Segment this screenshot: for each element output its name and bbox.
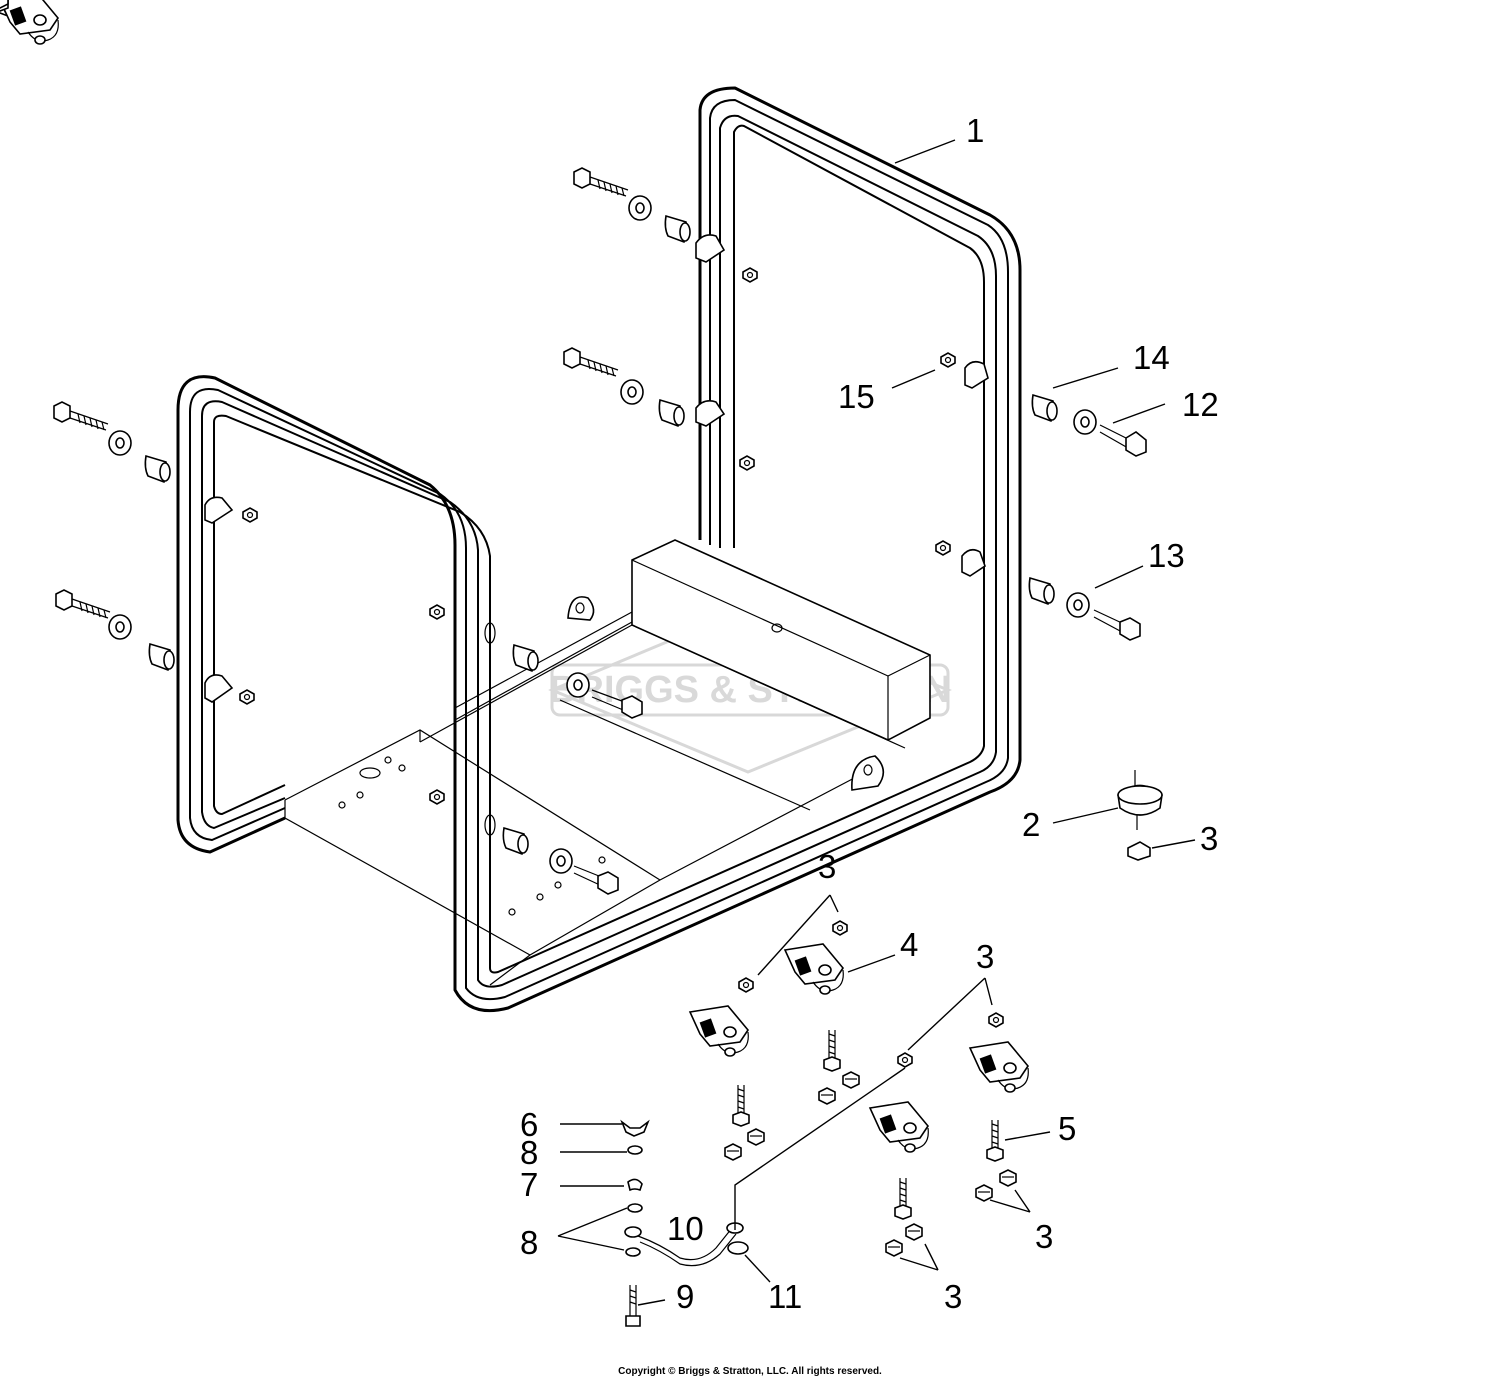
callout-11: 11	[768, 1278, 802, 1315]
callout-8: 8	[520, 1134, 538, 1171]
callout-labels: 1 2 3 3 3 3 3 4 5 6 7 8 8 9 10 11 12 13 …	[520, 112, 1219, 1315]
callout-3: 3	[818, 848, 836, 885]
callout-12: 12	[1182, 386, 1219, 423]
callout-4: 4	[900, 926, 918, 963]
callout-2: 2	[1022, 806, 1040, 843]
ground-strap-hardware	[620, 1119, 749, 1327]
callout-15: 15	[838, 378, 875, 415]
callout-3: 3	[944, 1278, 962, 1315]
mounting-brackets	[0, 0, 1030, 1257]
leader-lines	[557, 139, 1196, 1306]
callout-3: 3	[1035, 1218, 1053, 1255]
callout-3: 3	[1200, 820, 1218, 857]
callout-13: 13	[1148, 537, 1185, 574]
callout-7: 7	[520, 1166, 538, 1203]
copyright-notice: Copyright © Briggs & Stratton, LLC. All …	[618, 1366, 882, 1377]
callout-1: 1	[966, 112, 984, 149]
callout-10: 10	[667, 1210, 704, 1247]
callout-3: 3	[976, 938, 994, 975]
tube-frame	[176, 86, 1022, 1013]
callout-14: 14	[1133, 339, 1170, 376]
callout-6: 6	[520, 1106, 538, 1143]
callout-9: 9	[676, 1278, 694, 1315]
vibration-isolator	[1117, 770, 1163, 861]
callout-5: 5	[1058, 1110, 1076, 1147]
callout-8: 8	[520, 1224, 538, 1261]
